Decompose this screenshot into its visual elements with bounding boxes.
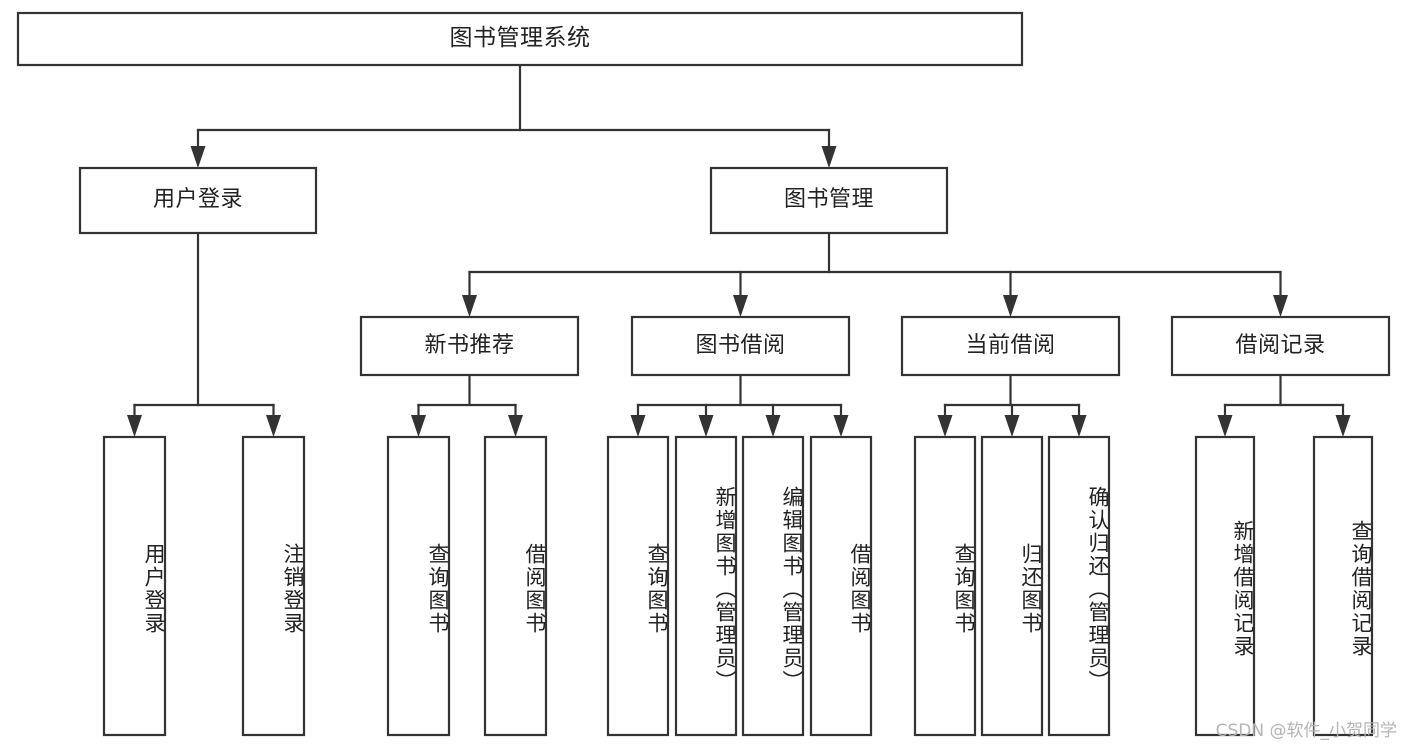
edge-layer	[127, 63, 1351, 437]
arrow-head-icon	[411, 415, 426, 437]
node-box-leaf_4[interactable]	[606, 435, 670, 737]
node-box-leaf_11[interactable]	[1194, 435, 1256, 737]
node-box-leaf_3[interactable]	[483, 435, 548, 737]
node-box-leaf_8[interactable]	[913, 435, 977, 737]
arrow-head-icon	[1217, 415, 1233, 437]
box-layer	[16, 11, 1391, 737]
node-box-l1_1[interactable]	[709, 166, 949, 235]
arrow-head-icon	[833, 415, 849, 437]
node-box-l1_0[interactable]	[78, 166, 318, 235]
arrow-head-icon	[630, 415, 646, 437]
node-box-leaf_10[interactable]	[1047, 435, 1111, 737]
node-box-l2_0[interactable]	[359, 315, 580, 377]
arrow-head-icon	[1071, 415, 1087, 437]
arrow-head-icon	[190, 146, 206, 168]
arrow-head-icon	[1004, 415, 1020, 437]
node-box-leaf_7[interactable]	[809, 435, 873, 737]
arrow-head-icon	[821, 146, 837, 168]
arrow-head-icon	[508, 415, 523, 437]
node-box-leaf_12[interactable]	[1312, 435, 1374, 737]
node-box-leaf_9[interactable]	[980, 435, 1044, 737]
node-box-l2_2[interactable]	[900, 315, 1121, 377]
arrow-head-icon	[127, 415, 142, 437]
node-box-leaf_5[interactable]	[674, 435, 738, 737]
arrow-head-icon	[462, 295, 477, 317]
arrow-head-icon	[266, 415, 281, 437]
node-box-l2_1[interactable]	[630, 315, 851, 377]
arrow-head-icon	[698, 415, 714, 437]
node-box-leaf_6[interactable]	[741, 435, 805, 737]
node-box-root[interactable]	[16, 11, 1024, 67]
node-box-leaf_1[interactable]	[241, 435, 306, 737]
node-box-l2_3[interactable]	[1170, 315, 1391, 377]
node-box-leaf_2[interactable]	[386, 435, 451, 737]
arrow-head-icon	[1273, 295, 1288, 317]
arrow-head-icon	[1003, 295, 1018, 317]
arrow-head-icon	[937, 415, 953, 437]
node-box-leaf_0[interactable]	[102, 435, 167, 737]
arrow-head-icon	[765, 415, 781, 437]
arrow-head-icon	[733, 295, 748, 317]
arrow-head-icon	[1335, 415, 1351, 437]
